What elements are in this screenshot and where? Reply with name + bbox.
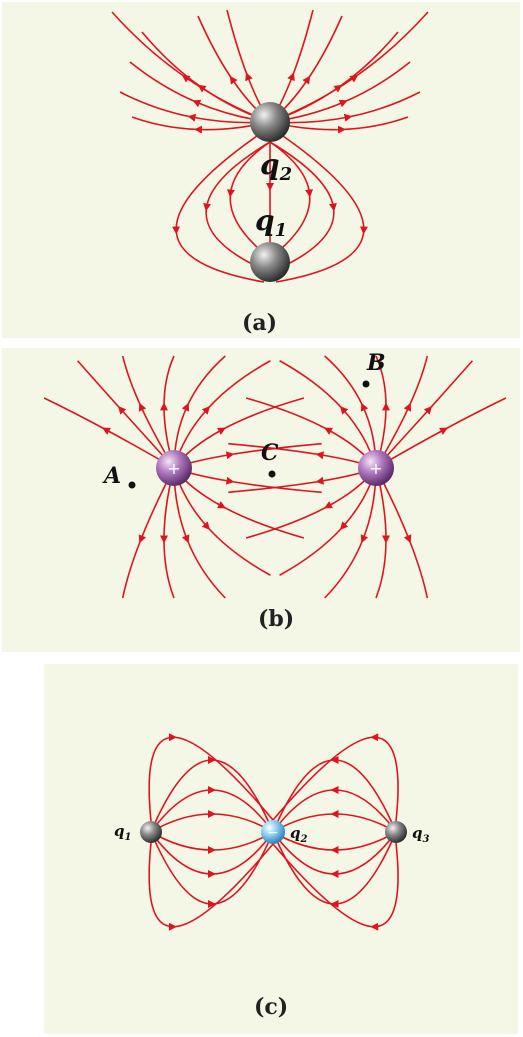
field-line xyxy=(43,397,175,469)
field-line xyxy=(148,842,274,931)
label-q1: q1 xyxy=(255,204,287,241)
diagram-a: q2 q1 (a) xyxy=(111,9,429,336)
charge-q1 xyxy=(140,821,162,843)
point-c-dot xyxy=(268,470,276,478)
field-line xyxy=(150,831,274,908)
field-line xyxy=(173,355,226,469)
plus-sign-right: + xyxy=(369,459,382,478)
field-line xyxy=(173,397,305,469)
label-q2: q2 xyxy=(290,824,308,845)
field-line xyxy=(121,355,175,469)
field-lines-a xyxy=(111,9,429,283)
field-line xyxy=(272,810,397,833)
panel-a: q2 q1 (a) xyxy=(2,2,520,338)
field-line xyxy=(131,116,271,134)
field-line xyxy=(150,831,274,878)
charge-q2 xyxy=(250,102,290,142)
field-line xyxy=(173,467,271,576)
field-line xyxy=(173,467,322,494)
field-line xyxy=(275,135,368,283)
positive-charge-left xyxy=(156,450,192,486)
caption-b: (b) xyxy=(258,606,294,632)
charge-q1 xyxy=(250,242,290,282)
field-line xyxy=(269,91,421,124)
diagram-b: + + A B C (b) xyxy=(43,350,507,632)
field-line xyxy=(272,831,397,854)
field-line xyxy=(245,467,377,539)
field-line xyxy=(173,467,226,599)
plus-sign-left: + xyxy=(167,459,180,478)
field-line xyxy=(150,756,274,833)
panel-c: − q1 q2 q3 (c) xyxy=(44,664,518,1034)
panel-b: + + A B C (b) xyxy=(2,348,520,652)
field-line xyxy=(269,61,411,123)
field-line xyxy=(228,442,377,469)
field-line xyxy=(269,31,399,123)
field-line xyxy=(279,467,377,576)
charge-q3 xyxy=(385,821,407,843)
field-line xyxy=(375,355,391,469)
field-lines-c xyxy=(148,733,399,931)
field-line xyxy=(375,467,391,599)
field-line xyxy=(76,360,175,469)
field-line xyxy=(272,831,397,878)
field-line xyxy=(141,31,271,123)
field-line xyxy=(119,91,271,124)
field-line xyxy=(272,756,397,833)
field-line xyxy=(375,397,507,469)
field-line xyxy=(272,733,399,822)
field-line xyxy=(226,141,271,249)
field-line xyxy=(228,467,377,494)
point-a-dot xyxy=(128,481,136,489)
field-line xyxy=(172,135,265,283)
field-line xyxy=(272,842,399,931)
label-q2: q2 xyxy=(260,148,292,185)
field-line xyxy=(375,355,429,469)
field-line xyxy=(159,467,175,599)
label-q1: q1 xyxy=(114,822,131,843)
field-line xyxy=(150,810,274,833)
field-line xyxy=(269,141,314,249)
field-line xyxy=(173,442,322,469)
field-line xyxy=(148,733,274,822)
field-line xyxy=(269,116,409,134)
field-line xyxy=(203,141,271,265)
field-line xyxy=(279,360,377,469)
point-c-label: C xyxy=(261,440,279,466)
field-line xyxy=(324,355,377,469)
positive-charge-right xyxy=(358,450,394,486)
label-q3: q3 xyxy=(412,824,430,845)
field-line xyxy=(150,831,274,854)
field-line xyxy=(173,360,271,469)
field-line xyxy=(173,467,305,539)
field-line xyxy=(159,355,175,469)
diagram-c: − q1 q2 q3 (c) xyxy=(114,733,430,1020)
point-b-dot xyxy=(362,380,370,388)
field-line xyxy=(121,467,175,599)
field-line xyxy=(272,786,397,833)
minus-sign: − xyxy=(267,825,279,841)
point-b-label: B xyxy=(366,350,386,376)
field-line xyxy=(324,467,377,599)
field-line xyxy=(375,360,474,469)
field-line xyxy=(245,397,377,469)
field-line xyxy=(375,467,429,599)
field-line xyxy=(272,831,397,908)
charge-q2 xyxy=(261,820,285,844)
field-line xyxy=(129,61,271,123)
field-lines-b xyxy=(43,355,507,599)
field-line xyxy=(269,141,337,265)
field-line xyxy=(150,786,274,833)
caption-a: (a) xyxy=(242,310,277,336)
point-a-label: A xyxy=(102,463,121,489)
caption-c: (c) xyxy=(254,994,288,1020)
